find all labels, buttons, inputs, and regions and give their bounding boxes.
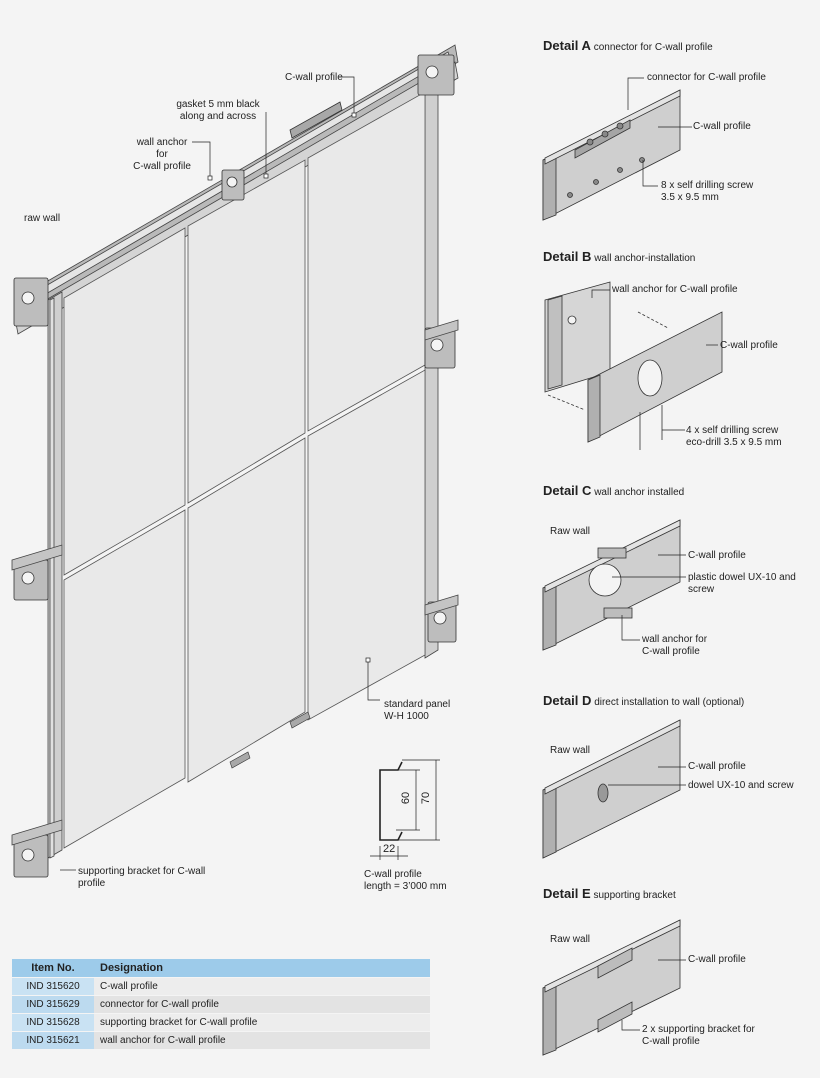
detail-e-callout-raw-wall: Raw wall — [550, 934, 591, 945]
designation-cell: connector for C-wall profile — [94, 995, 430, 1014]
dim-width: 22 — [383, 843, 396, 855]
detail-b-drawing — [544, 281, 723, 450]
detail-a-callout-connector: connector for C-wall profile — [647, 72, 766, 83]
item-no-cell: IND 315628 — [12, 1013, 94, 1032]
detail-a-callout-profile: C-wall profile — [693, 121, 751, 132]
item-table: Item No. Designation IND 315620 C-wall p… — [12, 959, 430, 1050]
detail-c-callout-dowel: plastic dowel UX-10 and screw — [688, 572, 796, 595]
table-row: IND 315620 C-wall profile — [12, 977, 430, 996]
dim-outer: 70 — [420, 791, 433, 805]
detail-e-callout-profile: C-wall profile — [688, 954, 746, 965]
item-no-cell: IND 315620 — [12, 977, 94, 996]
detail-c-callout-profile: C-wall profile — [688, 550, 746, 561]
header-item-no: Item No. — [12, 959, 94, 978]
table-row: IND 315621 wall anchor for C-wall profil… — [12, 1031, 430, 1050]
detail-b-callout-anchor: wall anchor for C-wall profile — [612, 284, 738, 295]
detail-b-callout-profile: C-wall profile — [720, 340, 778, 351]
profile-section — [379, 761, 403, 841]
detail-a-drawing — [542, 89, 681, 221]
table-row: IND 315629 connector for C-wall profile — [12, 995, 430, 1014]
label-c-wall-profile: C-wall profile — [285, 72, 343, 83]
detail-d-callout-raw-wall: Raw wall — [550, 745, 591, 756]
detail-e-title: Detail E supporting bracket — [543, 886, 676, 902]
detail-c-drawing — [542, 519, 681, 651]
dim-inner: 60 — [400, 791, 413, 805]
item-no-cell: IND 315629 — [12, 995, 94, 1014]
top-connector — [289, 101, 343, 139]
left-rail — [47, 291, 63, 859]
wall-anchors — [13, 54, 457, 878]
detail-e-drawing — [542, 919, 681, 1056]
label-raw-wall: raw wall — [24, 213, 61, 224]
designation-cell: supporting bracket for C-wall profile — [94, 1013, 430, 1032]
detail-c-title: Detail C wall anchor installed — [543, 483, 685, 499]
detail-b-title: Detail B wall anchor-installation — [543, 249, 696, 265]
detail-d-callout-profile: C-wall profile — [688, 761, 746, 772]
table-header-row: Item No. Designation — [12, 959, 430, 978]
header-designation: Designation — [94, 959, 430, 978]
panels — [63, 91, 426, 849]
table-row: IND 315628 supporting bracket for C-wall… — [12, 1013, 430, 1032]
item-no-cell: IND 315621 — [12, 1031, 94, 1050]
designation-cell: wall anchor for C-wall profile — [94, 1031, 430, 1050]
designation-cell: C-wall profile — [94, 977, 430, 996]
detail-d-callout-dowel: dowel UX-10 and screw — [688, 780, 794, 791]
detail-a-title: Detail A connector for C-wall profile — [543, 38, 713, 54]
detail-d-title: Detail D direct installation to wall (op… — [543, 693, 745, 709]
detail-c-callout-raw-wall: Raw wall — [550, 526, 591, 537]
detail-d-drawing — [542, 719, 681, 859]
